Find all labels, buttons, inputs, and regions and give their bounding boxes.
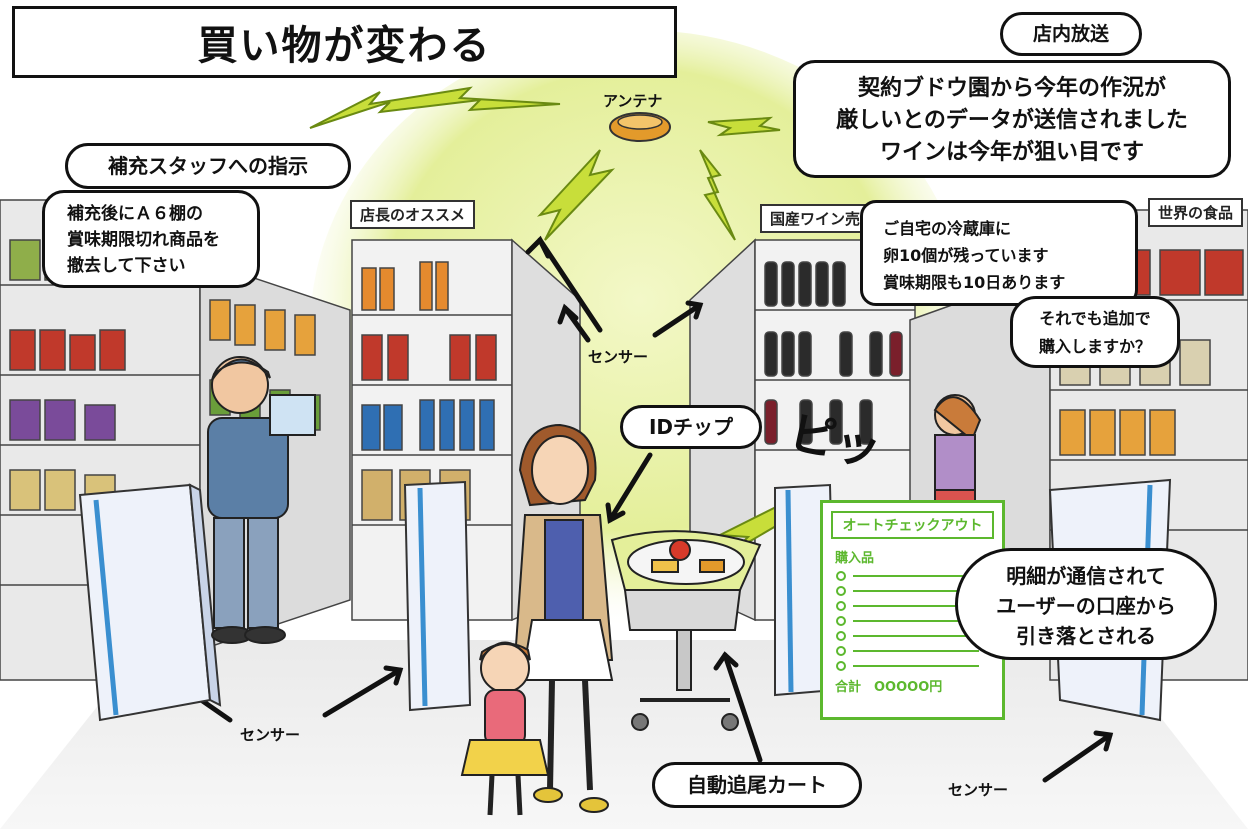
antenna-device <box>609 112 671 142</box>
staff-instruction-message: 補充後にＡ６棚の 賞味期限切れ商品を 撤去して下さい <box>42 190 260 288</box>
sign-wine: 国産ワイン売 <box>760 204 871 233</box>
staff-instruction-heading: 補充スタッフへの指示 <box>65 143 351 189</box>
staff-worker-figure <box>207 356 316 644</box>
sensor-label-left: センサー <box>240 726 301 744</box>
receipt-item-lines <box>836 571 979 671</box>
broadcast-message: 契約ブドウ園から今年の作況が 厳しいとのデータが送信されました ワインは今年が狙… <box>793 60 1231 178</box>
sign-world-food: 世界の食品 <box>1148 198 1244 227</box>
receipt-title: オートチェックアウト <box>831 511 994 539</box>
broadcast-heading: 店内放送 <box>1000 12 1142 56</box>
sensor-label-center: センサー <box>588 348 649 366</box>
page-title: 買い物が変わる <box>197 23 492 69</box>
billing-notice: 明細が通信されて ユーザーの口座から 引き落とされる <box>955 548 1217 660</box>
sensor-label-right: センサー <box>948 781 1009 799</box>
auto-follow-cart <box>610 530 762 731</box>
cart-label: 自動追尾カート <box>652 762 862 808</box>
id-chip-label: IDチップ <box>620 405 762 449</box>
receipt-total: 合計 OOOOO円 <box>835 680 943 695</box>
child-girl-figure <box>460 641 550 816</box>
fridge-notice-message: ご自宅の冷蔵庫に 卵10個が残っています 賞味期限も10日あります <box>860 200 1138 306</box>
receipt-items-label: 購入品 <box>835 551 875 566</box>
fridge-notice-question: それでも追加で 購入しますか？ <box>1010 296 1180 368</box>
sign-recommend: 店長のオススメ <box>350 200 476 229</box>
antenna-label: アンテナ <box>603 92 663 110</box>
shopper-woman-figure <box>513 423 614 813</box>
background-shopper-figure <box>933 394 982 511</box>
title-box: 買い物が変わる <box>12 6 677 78</box>
